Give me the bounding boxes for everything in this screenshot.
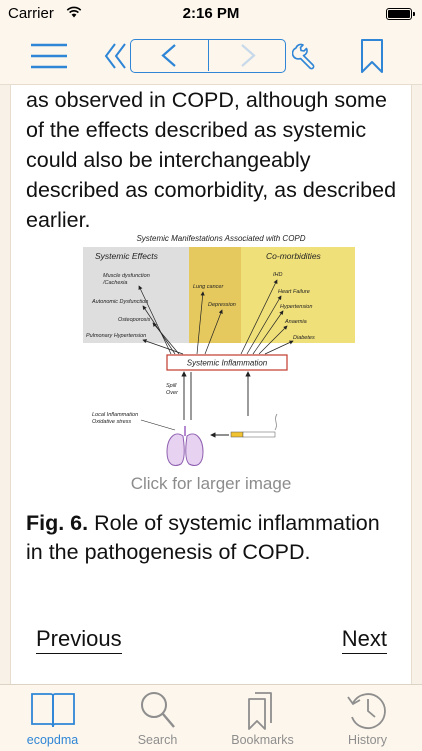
page-navigation-control (130, 39, 286, 73)
figure-title: Systemic Manifestations Associated with … (136, 234, 305, 243)
comorbidity-label: Hypertension (280, 304, 312, 310)
reader-page: as observed in COPD, although some of th… (10, 85, 412, 684)
comorbidities-title: Co-morbidities (266, 251, 322, 261)
content-area: as observed in COPD, although some of th… (0, 85, 422, 684)
local-inflammation-label: Local Inflammation (92, 412, 138, 418)
middle-item-label: Depression (208, 302, 236, 308)
figure-caption-label: Fig. 6. (26, 511, 89, 535)
figure-6-diagram[interactable]: Systemic Manifestations Associated with … (81, 230, 361, 470)
cigarette-illustration (230, 413, 278, 438)
menu-icon[interactable] (30, 42, 68, 70)
double-chevron-left-icon[interactable] (104, 41, 130, 71)
spill-over-label: Over (166, 390, 179, 396)
status-bar: Carrier 2:16 PM (0, 0, 422, 28)
tab-bookmarks[interactable]: Bookmarks (210, 685, 315, 751)
tab-label: ecopdma (26, 733, 79, 747)
comorbidity-label: Anaemia (284, 319, 307, 325)
tab-label: History (348, 733, 387, 747)
figure-caption: Fig. 6. Role of systemic inflammation in… (26, 509, 386, 567)
comorbidity-label: Heart Failure (278, 289, 310, 295)
previous-page-button[interactable] (131, 40, 209, 71)
local-inflammation-label: Oxidative stress (92, 419, 131, 425)
systemic-effects-title: Systemic Effects (95, 251, 159, 261)
tab-search[interactable]: Search (105, 685, 210, 751)
search-icon (140, 692, 175, 728)
chevron-left-icon (161, 44, 176, 67)
lungs-illustration (166, 426, 204, 466)
chevron-right-icon (241, 44, 256, 67)
tab-ecopdma[interactable]: ecopdma (0, 685, 105, 751)
status-time: 2:16 PM (182, 5, 240, 22)
effect-label: Muscle dysfunction (103, 273, 150, 279)
comorbidity-label: Diabetes (293, 335, 315, 341)
effect-label: Autonomic Dysfunction (91, 299, 148, 305)
tab-bar: ecopdma Search Bookmarks History (0, 684, 422, 751)
systemic-inflammation-label: Systemic Inflammation (187, 359, 268, 368)
toolbar (0, 28, 422, 85)
effect-label: Osteoporosis (118, 317, 151, 323)
comorbidity-label: IHD (273, 272, 283, 278)
tab-label: Bookmarks (231, 733, 294, 747)
wifi-icon (66, 6, 82, 18)
body-paragraph: as observed in COPD, although some of th… (26, 88, 397, 232)
larger-image-link[interactable]: Click for larger image (130, 474, 292, 493)
history-icon (346, 693, 386, 729)
effect-label: /Cachexia (102, 280, 127, 286)
battery-icon (386, 8, 415, 20)
book-icon (30, 693, 75, 728)
figure-caption-text: Role of systemic inflammation in the pat… (26, 511, 380, 564)
middle-item-label: Lung cancer (193, 284, 224, 290)
spill-over-label: Spill (166, 383, 177, 389)
tab-history[interactable]: History (315, 685, 420, 751)
next-page-button[interactable] (209, 40, 285, 71)
previous-button[interactable]: Previous (36, 626, 122, 654)
bookmark-icon[interactable] (360, 38, 384, 74)
carrier-label: Carrier (8, 5, 54, 22)
tab-label: Search (137, 733, 178, 747)
effect-label: Pulmonary Hypertension (86, 333, 146, 339)
wrench-icon[interactable] (292, 42, 320, 70)
next-button[interactable]: Next (341, 626, 387, 654)
bookmarks-icon (247, 692, 272, 730)
